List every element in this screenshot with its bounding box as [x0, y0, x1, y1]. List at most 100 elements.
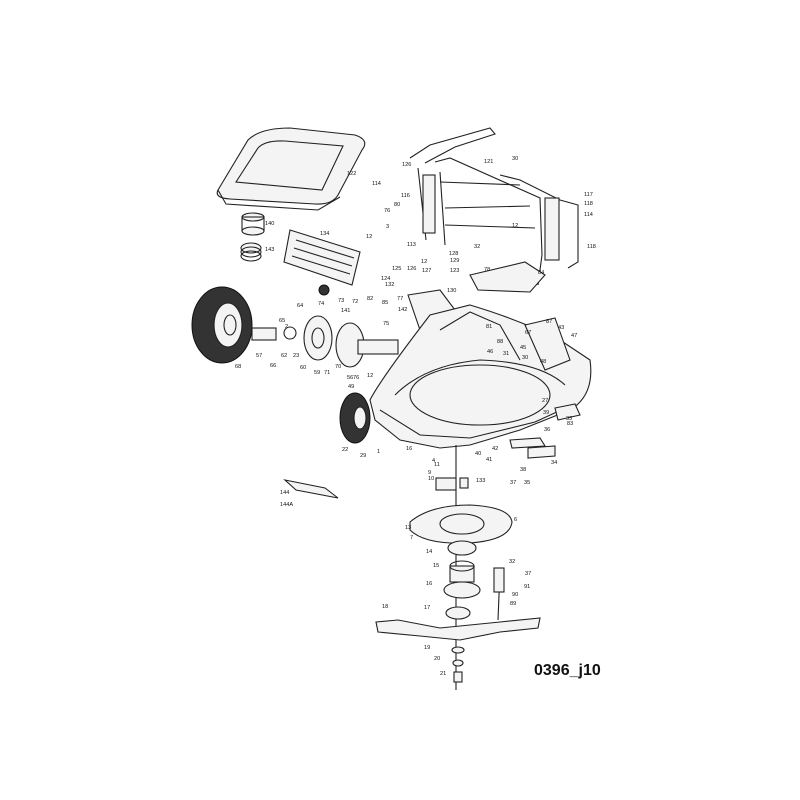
callout-label: 18 [382, 604, 388, 610]
callout-label: 29 [360, 453, 366, 459]
axle-parts-drawing [251, 284, 399, 368]
callout-label: 17 [424, 605, 430, 611]
diagram-code: 0396_j10 [534, 662, 601, 679]
callout-label: 124 [381, 276, 390, 282]
callout-label: 23 [293, 353, 299, 359]
callout-label: 16 [426, 581, 432, 587]
callout-label: 57 [256, 353, 262, 359]
callout-label: 140 [265, 221, 274, 227]
callout-label: 127 [422, 268, 431, 274]
callout-label: 73 [338, 298, 344, 304]
front-wheel-drawing [339, 392, 371, 444]
callout-label: 82 [367, 296, 373, 302]
callout-label: 113 [407, 242, 416, 248]
callout-label: 125 [392, 266, 401, 272]
callout-label: 80 [394, 202, 400, 208]
callout-label: 91 [524, 584, 530, 590]
callout-label: 34 [551, 460, 557, 466]
callout-label: 12 [367, 373, 373, 379]
cutting-blade-drawing [375, 617, 541, 641]
callout-label: 45 [520, 345, 526, 351]
callout-label: 12 [366, 234, 372, 240]
callout-label: 37 [525, 571, 531, 577]
callout-label: 87 [546, 319, 552, 325]
callout-label: 30 [512, 156, 518, 162]
callout-label: 129 [450, 258, 459, 264]
callout-label: 32 [509, 559, 515, 565]
callout-label: 1 [377, 449, 380, 455]
callout-label: 66 [270, 363, 276, 369]
callout-label: 33 [566, 416, 572, 422]
mulch-plate-drawing [283, 479, 339, 499]
callout-label: 144A [280, 502, 293, 508]
callout-label: 3 [386, 224, 389, 230]
callout-label: 117 [584, 192, 593, 198]
rear-wheel-drawing [191, 286, 253, 364]
callout-label: 43 [558, 325, 564, 331]
callout-label: 22 [342, 447, 348, 453]
callout-label: 77 [397, 296, 403, 302]
callout-label: 114 [372, 181, 381, 187]
callout-label: 56 [347, 375, 353, 381]
callout-label: 16 [406, 446, 412, 452]
callout-label: 141 [341, 308, 350, 314]
callout-label: 35 [524, 480, 530, 486]
callout-label: 10 [428, 476, 434, 482]
callout-label: 75 [383, 321, 389, 327]
callout-label: 88 [497, 339, 503, 345]
callout-label: 133 [476, 478, 485, 484]
callout-label: 122 [347, 171, 356, 177]
callout-label: 4 [432, 458, 435, 464]
callout-label: 128 [449, 251, 458, 257]
grille-drawing [283, 229, 361, 286]
callout-label: 21 [440, 671, 446, 677]
callout-label: 19 [424, 645, 430, 651]
callout-label: 76 [353, 375, 359, 381]
spring-drawing [240, 212, 265, 262]
callout-label: 64 [297, 303, 303, 309]
callout-label: 30 [522, 355, 528, 361]
callout-label: 76 [384, 208, 390, 214]
callout-label: 37 [510, 480, 516, 486]
callout-label: 62 [281, 353, 287, 359]
callout-label: 13 [405, 525, 411, 531]
callout-label: 90 [512, 592, 518, 598]
callout-label: 126 [407, 266, 416, 272]
grass-catcher-drawing [216, 127, 366, 211]
callout-label: 83 [567, 421, 573, 427]
callout-label: 38 [520, 467, 526, 473]
callout-label: 68 [235, 364, 241, 370]
callout-label: 74 [318, 301, 324, 307]
callout-label: 14 [426, 549, 432, 555]
callout-label: 89 [510, 601, 516, 607]
callout-label: 39 [543, 410, 549, 416]
callout-label: 12 [512, 223, 518, 229]
callout-label: 9 [428, 470, 431, 476]
callout-label: 7 [410, 535, 413, 541]
callout-label: 42 [492, 446, 498, 452]
callout-label: 67 [525, 330, 531, 336]
side-bracket-drawing [509, 317, 581, 459]
callout-label: 32 [474, 244, 480, 250]
callout-label: 71 [324, 370, 330, 376]
callout-label: 31 [503, 351, 509, 357]
callout-label: 118 [584, 201, 593, 207]
callout-label: 143 [265, 247, 274, 253]
callout-label: 130 [447, 288, 456, 294]
callout-label: 144 [280, 490, 289, 496]
callout-label: 114 [584, 212, 593, 218]
callout-label: 132 [385, 282, 394, 288]
callout-label: 47 [571, 333, 577, 339]
callout-label: 12 [421, 259, 427, 265]
callout-label: 11 [434, 462, 440, 468]
callout-label: 134 [320, 231, 329, 237]
callout-label: 27 [542, 398, 548, 404]
callout-label: 126 [402, 162, 411, 168]
callout-label: 59 [314, 370, 320, 376]
callout-label: 60 [300, 365, 306, 371]
callout-label: 6 [514, 517, 517, 523]
callout-label: 121 [484, 159, 493, 165]
callout-label: 116 [401, 193, 410, 199]
